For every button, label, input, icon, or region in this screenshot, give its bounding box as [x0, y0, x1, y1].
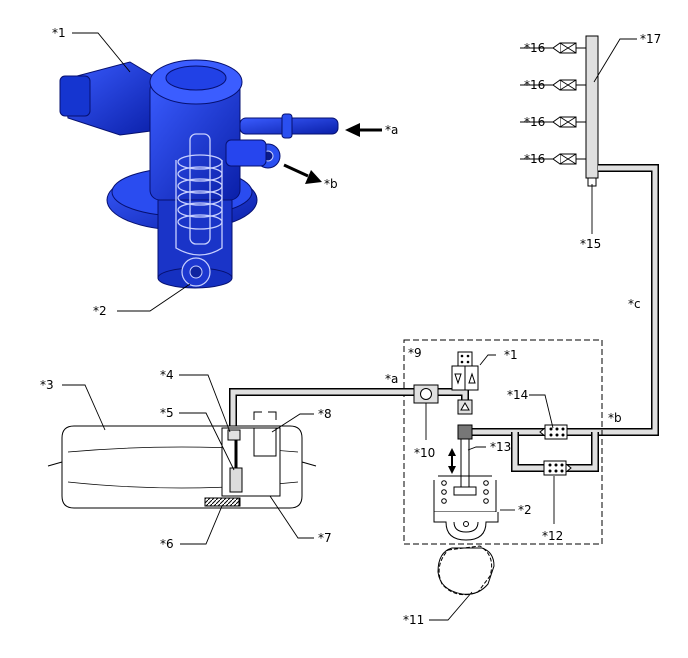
label-14: *14 — [507, 388, 528, 402]
injector — [552, 116, 586, 128]
label-15: *15 — [580, 237, 601, 251]
inlet-arrow — [345, 123, 382, 137]
label-10: *10 — [414, 446, 435, 460]
label-4: *4 — [160, 368, 174, 382]
check-valve — [539, 424, 568, 440]
leader-lines — [62, 32, 637, 621]
label-13: *13 — [490, 440, 511, 454]
label-16-4: *16 — [524, 152, 545, 166]
label-16-1: *16 — [524, 41, 545, 55]
pulsation-damper — [413, 384, 439, 404]
label-2-schematic: *2 — [518, 503, 532, 517]
label-a: *a — [385, 123, 398, 137]
lifter — [433, 475, 499, 541]
label-6: *6 — [160, 537, 174, 551]
label-11: *11 — [403, 613, 424, 627]
label-12: *12 — [542, 529, 563, 543]
label-16-3: *16 — [524, 115, 545, 129]
pump-chamber — [453, 424, 477, 496]
high-pressure-pipe — [470, 164, 659, 472]
callout-labels: *1 *2 *a *b *16 *16 *16 *16 *17 *15 *c *… — [40, 26, 661, 627]
label-1: *1 — [52, 26, 66, 40]
low-pressure-pipe — [229, 388, 469, 432]
label-a-schematic: *a — [385, 372, 398, 386]
label-b-schematic: *b — [608, 411, 622, 425]
label-2: *2 — [93, 304, 107, 318]
label-c: *c — [628, 297, 641, 311]
label-8: *8 — [318, 407, 332, 421]
label-5: *5 — [160, 406, 174, 420]
fuel-pump-illustration — [59, 59, 339, 289]
label-9: *9 — [408, 346, 422, 360]
injector — [552, 79, 586, 91]
label-17: *17 — [640, 32, 661, 46]
fuel-pump-module — [204, 411, 281, 507]
relief-valve — [543, 460, 572, 476]
spill-valve — [451, 351, 479, 415]
cam — [437, 545, 495, 596]
fuel-rail — [552, 35, 599, 187]
injector — [552, 153, 586, 165]
pump-schematic-boundary — [403, 339, 603, 545]
label-7: *7 — [318, 531, 332, 545]
injector — [552, 42, 586, 54]
label-1-schematic: *1 — [504, 348, 518, 362]
label-16-2: *16 — [524, 78, 545, 92]
outlet-arrow — [283, 163, 322, 184]
label-b: *b — [324, 177, 338, 191]
label-3: *3 — [40, 378, 54, 392]
plunger-motion-arrow — [448, 448, 456, 474]
